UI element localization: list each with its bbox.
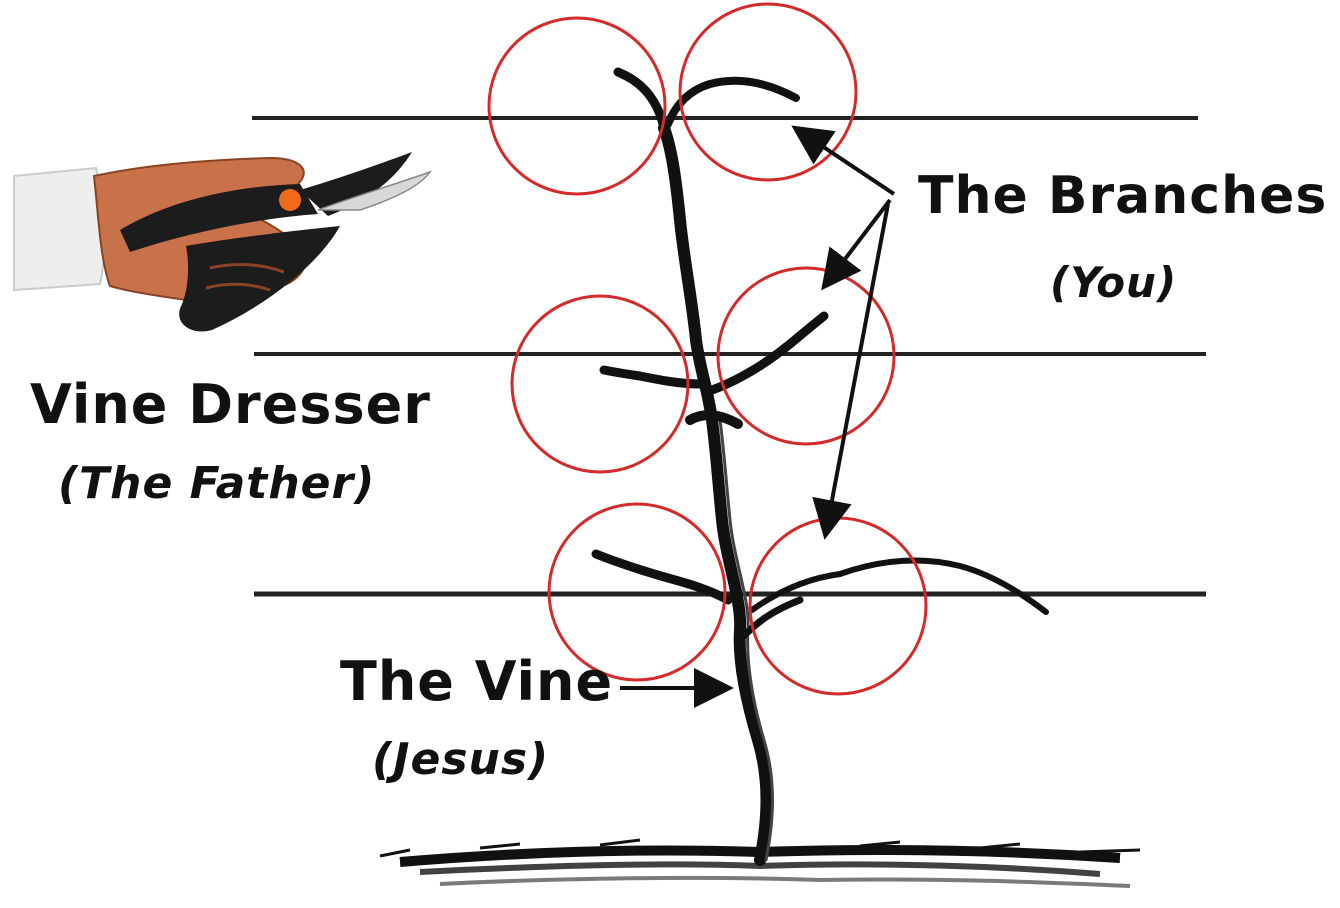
circle-middle-left (510, 294, 690, 474)
fingers (205, 263, 285, 292)
vine-title: The Vine (340, 650, 614, 713)
arrow-to-bottom-branch (812, 203, 890, 540)
bottom-right-tendril (736, 596, 804, 644)
circle-bottom-right (748, 516, 928, 696)
sleeve (13, 166, 106, 292)
bottom-right-shoot (749, 557, 1049, 615)
pointer-arrows (620, 125, 896, 708)
circle-top-right (678, 2, 858, 182)
middle-knot (685, 410, 743, 429)
branches-subtitle: (You) (1050, 258, 1178, 307)
vine-subtitle: (Jesus) (372, 734, 550, 785)
shear-blade-lower (317, 170, 432, 211)
middle-right-shoot (707, 311, 829, 395)
shear-handle-upper (120, 184, 318, 252)
vine-plant (591, 67, 1049, 866)
pruning-shears-in-hand-icon (13, 152, 432, 332)
shear-handle-lower (179, 226, 340, 332)
circle-middle-right (716, 266, 896, 446)
arrow-to-top-branch (791, 125, 896, 196)
vine-dresser-subtitle: (The Father) (58, 458, 376, 509)
circle-top-left (487, 16, 667, 196)
vine-trunk (658, 122, 773, 866)
prune-circles (487, 2, 928, 696)
branches-title: The Branches (918, 166, 1328, 226)
middle-left-shoot (599, 365, 705, 389)
bottom-left-shoot (591, 549, 733, 605)
trellis-wires (252, 116, 1206, 597)
shear-pivot-accent (279, 189, 301, 211)
top-left-shoot (613, 67, 669, 133)
vine-dresser-title: Vine Dresser (30, 373, 431, 436)
shear-blade-upper (300, 152, 412, 216)
top-right-shoot (664, 76, 800, 128)
circle-bottom-left (547, 502, 727, 682)
arrow-to-middle-branch (821, 198, 892, 291)
